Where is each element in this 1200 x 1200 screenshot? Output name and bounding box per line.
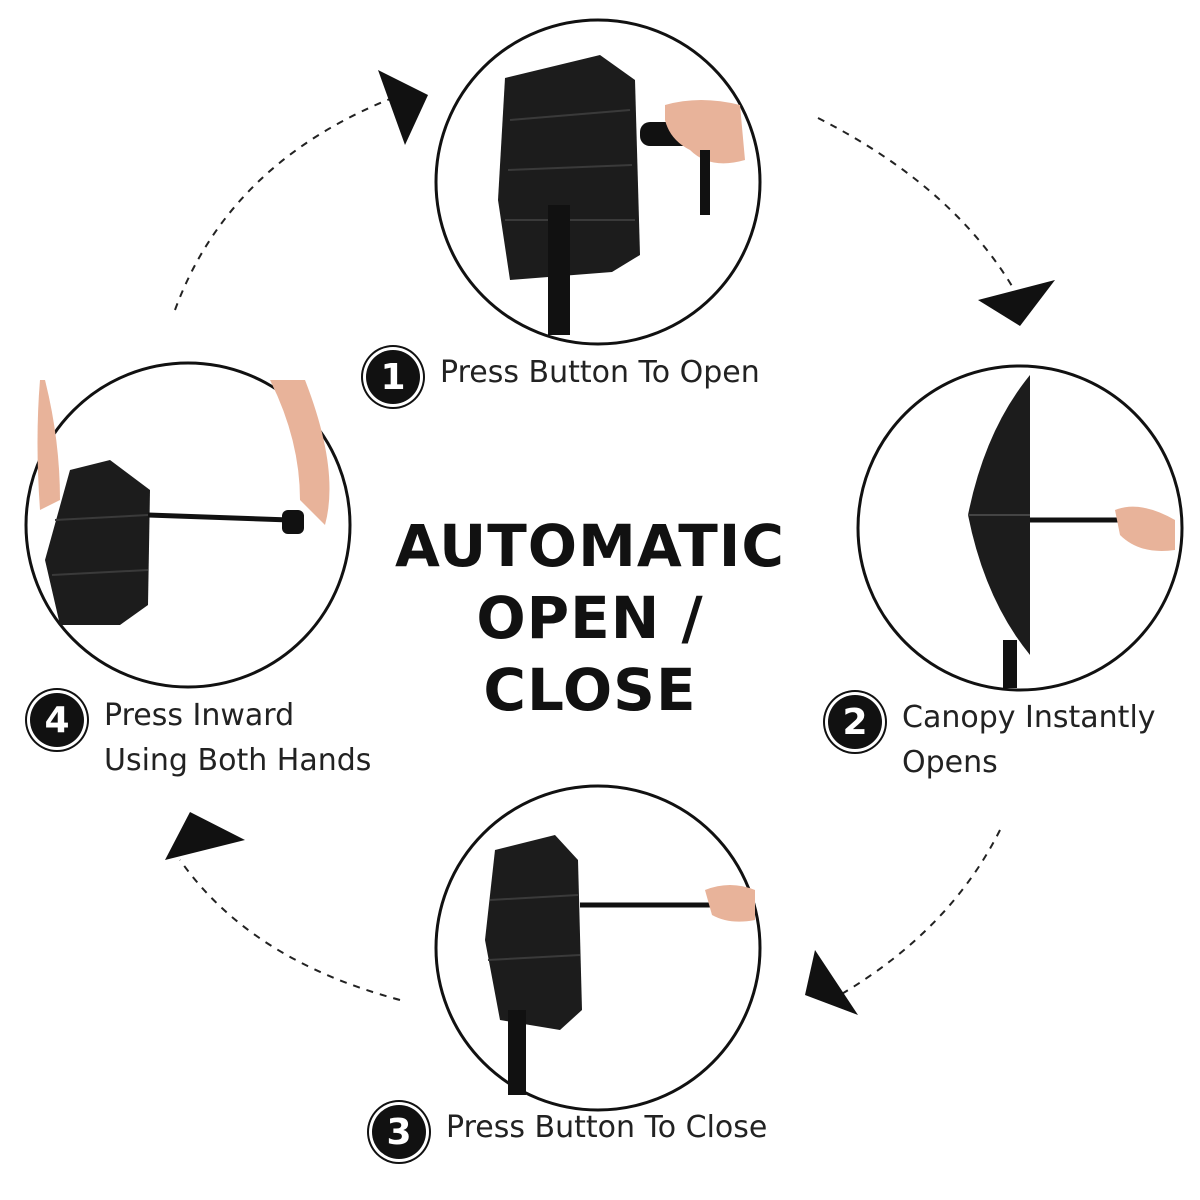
step-3-label: Press Button To Close [446,1105,767,1150]
step-1-label: Press Button To Open [440,350,760,395]
strap [548,205,570,335]
step-2-label: Canopy Instantly Opens [902,695,1156,785]
closing-canopy [485,835,582,1030]
step-4-image [26,363,350,687]
step-3-number: 3 [372,1105,426,1159]
headline-line-1: AUTOMATIC [370,510,810,582]
headline-line-2: OPEN / CLOSE [370,582,810,726]
step-4: 4 Press Inward Using Both Hands [30,693,371,783]
step-1: 1 Press Button To Open [366,350,760,404]
step-4-number: 4 [30,693,84,747]
headline: AUTOMATIC OPEN / CLOSE [370,510,810,726]
step-3: 3 Press Button To Close [372,1105,767,1159]
step-4-label: Press Inward Using Both Hands [104,693,371,783]
arrow-4-to-1 [175,70,428,310]
step-2: 2 Canopy Instantly Opens [828,695,1156,785]
step-3-image [436,786,760,1110]
step-2-number: 2 [828,695,882,749]
arrow-1-to-2 [818,118,1055,326]
step-1-number: 1 [366,350,420,404]
step-1-image [436,20,760,344]
step-2-image [858,366,1182,690]
arrow-3-to-4 [165,812,400,1000]
arrow-2-to-3 [805,830,1000,1015]
left-arm [38,380,61,510]
strap [508,1010,526,1095]
